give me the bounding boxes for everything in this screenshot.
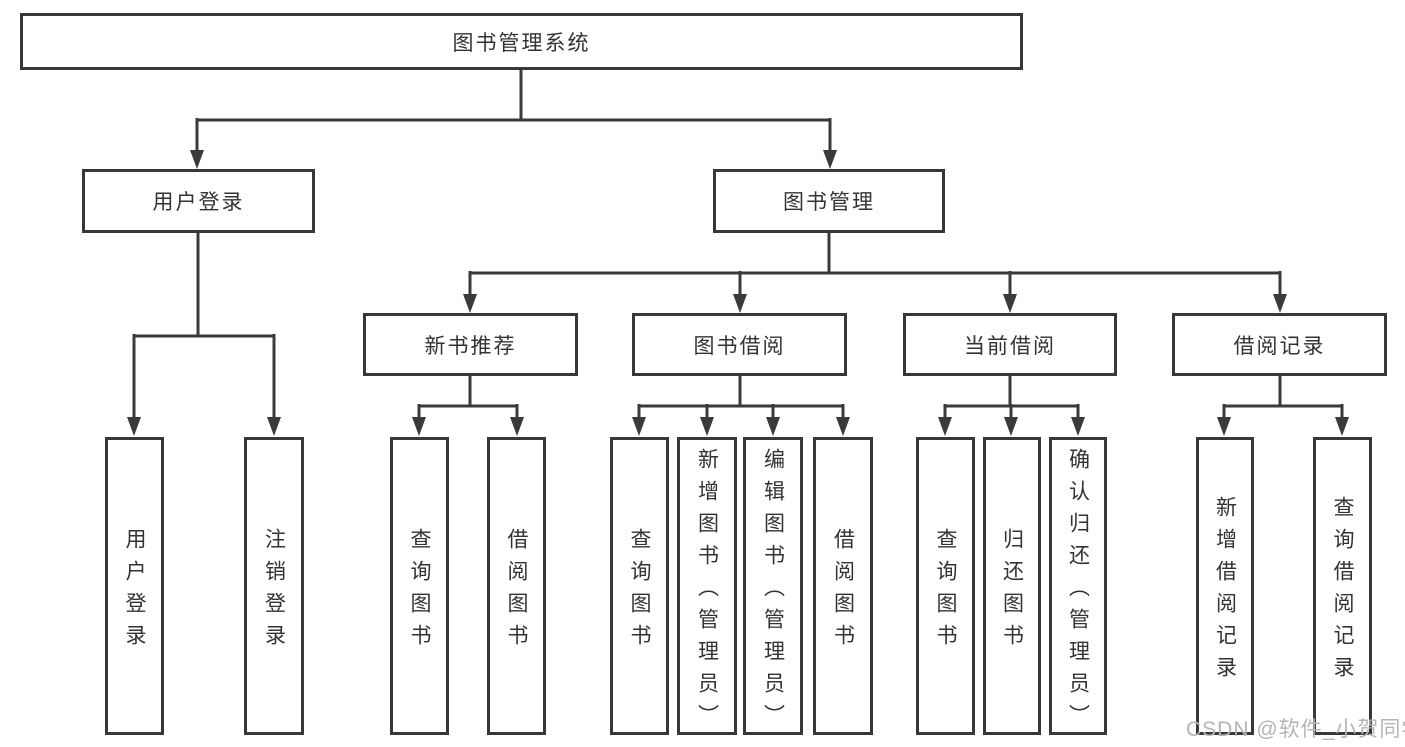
leaf-cb-confirm-return-admin-label: 确认归还（管理员）: [1066, 447, 1090, 736]
arrowheads: [127, 150, 1349, 436]
node-book-management: 图书管理: [713, 169, 945, 233]
node-new-book-recommend-label: 新书推荐: [424, 334, 517, 358]
leaf-cb-query-book: 查询图书: [916, 437, 975, 735]
node-user-login: 用户登录: [82, 169, 315, 233]
node-new-book-recommend: 新书推荐: [363, 313, 578, 376]
leaf-user-login-label: 用户登录: [123, 527, 146, 656]
leaf-bb-edit-book-admin-label: 编辑图书（管理员）: [761, 447, 785, 736]
leaf-logout-label: 注销登录: [262, 527, 286, 656]
leaf-logout: 注销登录: [244, 437, 304, 735]
leaf-cb-confirm-return-admin: 确认归还（管理员）: [1049, 437, 1107, 736]
leaf-br-add-record: 新增借阅记录: [1196, 437, 1254, 735]
node-book-borrow: 图书借阅: [632, 313, 847, 376]
leaf-nbr-query-book: 查询图书: [390, 437, 449, 735]
csdn-watermark: CSDN @软件_小贺同学: [1186, 718, 1405, 741]
leaf-br-query-record-label: 查询借阅记录: [1331, 495, 1354, 688]
leaf-bb-add-book-admin-label: 新增图书（管理员）: [695, 447, 719, 736]
leaf-bb-borrow-book: 借阅图书: [813, 437, 873, 735]
leaf-br-add-record-label: 新增借阅记录: [1213, 495, 1237, 688]
node-current-borrow: 当前借阅: [903, 313, 1117, 376]
leaf-cb-return-book: 归还图书: [983, 437, 1041, 735]
node-root-label: 图书管理系统: [452, 31, 591, 55]
node-borrow-records-label: 借阅记录: [1233, 334, 1326, 358]
node-borrow-records: 借阅记录: [1172, 313, 1387, 376]
leaf-nbr-borrow-book: 借阅图书: [487, 437, 546, 735]
leaf-br-query-record: 查询借阅记录: [1313, 437, 1372, 735]
leaf-nbr-borrow-book-label: 借阅图书: [505, 527, 528, 656]
leaf-bb-add-book-admin: 新增图书（管理员）: [677, 437, 737, 736]
node-book-borrow-label: 图书借阅: [693, 334, 786, 358]
leaf-nbr-query-book-label: 查询图书: [408, 527, 431, 656]
leaf-user-login: 用户登录: [105, 437, 164, 735]
leaf-bb-query-book: 查询图书: [610, 437, 669, 735]
leaf-cb-return-book-label: 归还图书: [1000, 527, 1024, 656]
connector-strokes: [132, 69, 1344, 419]
leaf-bb-edit-book-admin: 编辑图书（管理员）: [743, 437, 803, 736]
leaf-bb-query-book-label: 查询图书: [628, 527, 651, 656]
node-book-management-label: 图书管理: [783, 191, 875, 214]
leaf-bb-borrow-book-label: 借阅图书: [831, 527, 855, 656]
leaf-cb-query-book-label: 查询图书: [934, 527, 957, 656]
node-user-login-label: 用户登录: [152, 191, 245, 214]
node-root-system: 图书管理系统: [20, 13, 1023, 70]
node-current-borrow-label: 当前借阅: [964, 334, 1056, 358]
